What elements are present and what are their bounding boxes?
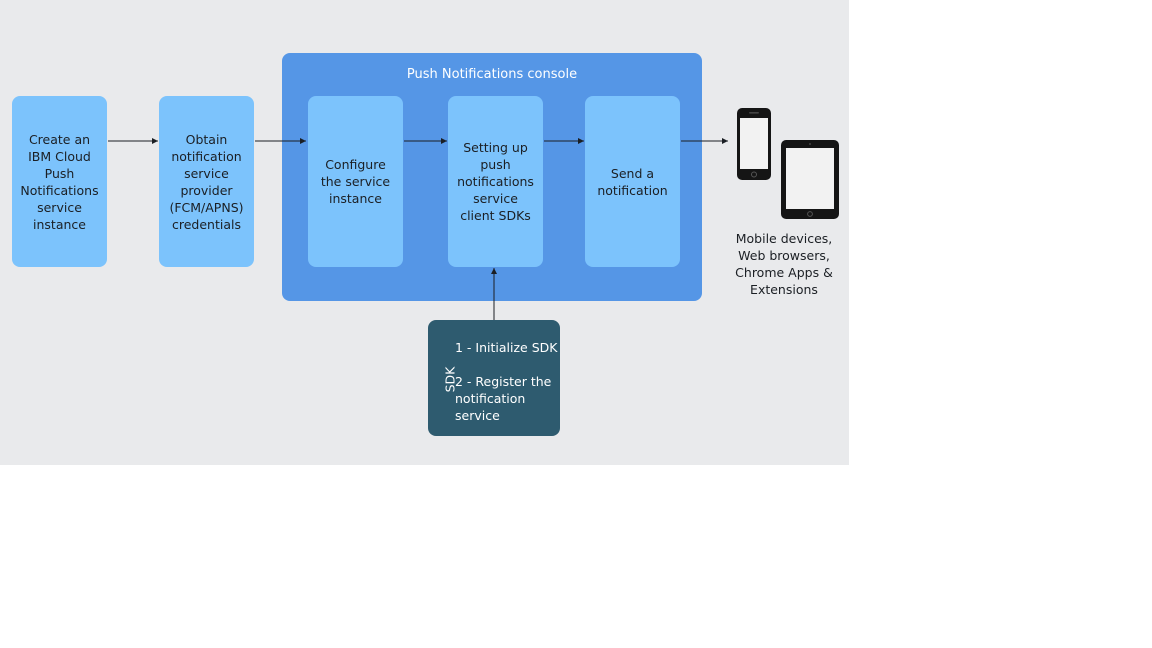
tablet-icon	[781, 140, 839, 219]
step-send-notification: Send a notification	[585, 96, 680, 267]
step-obtain-credentials-label: Obtain notification service provider (FC…	[169, 131, 244, 232]
step-setup-sdks: Setting up push notifications service cl…	[448, 96, 543, 267]
step-create-instance-label: Create an IBM Cloud Push Notifications s…	[20, 131, 99, 232]
step-send-notification-label: Send a notification	[597, 165, 668, 198]
sdk-step-register: 2 - Register the notification service	[455, 374, 552, 423]
console-title: Push Notifications console	[406, 67, 578, 82]
diagram-canvas: Create an IBM Cloud Push Notifications s…	[0, 0, 849, 465]
step-obtain-credentials: Obtain notification service provider (FC…	[159, 96, 254, 267]
sdk-step-initialize: 1 - Initialize SDK	[455, 340, 558, 355]
devices-caption: Mobile devices, Web browsers, Chrome App…	[735, 231, 833, 297]
step-setup-sdks-label: Setting up push notifications service cl…	[457, 140, 534, 223]
sdk-box: SDK 1 - Initialize SDK 2 - Register the …	[428, 320, 560, 436]
step-create-instance: Create an IBM Cloud Push Notifications s…	[12, 96, 107, 267]
step-configure-instance-label: Configure the service instance	[320, 157, 391, 206]
smartphone-icon	[737, 108, 771, 180]
step-configure-instance: Configure the service instance	[308, 96, 403, 267]
